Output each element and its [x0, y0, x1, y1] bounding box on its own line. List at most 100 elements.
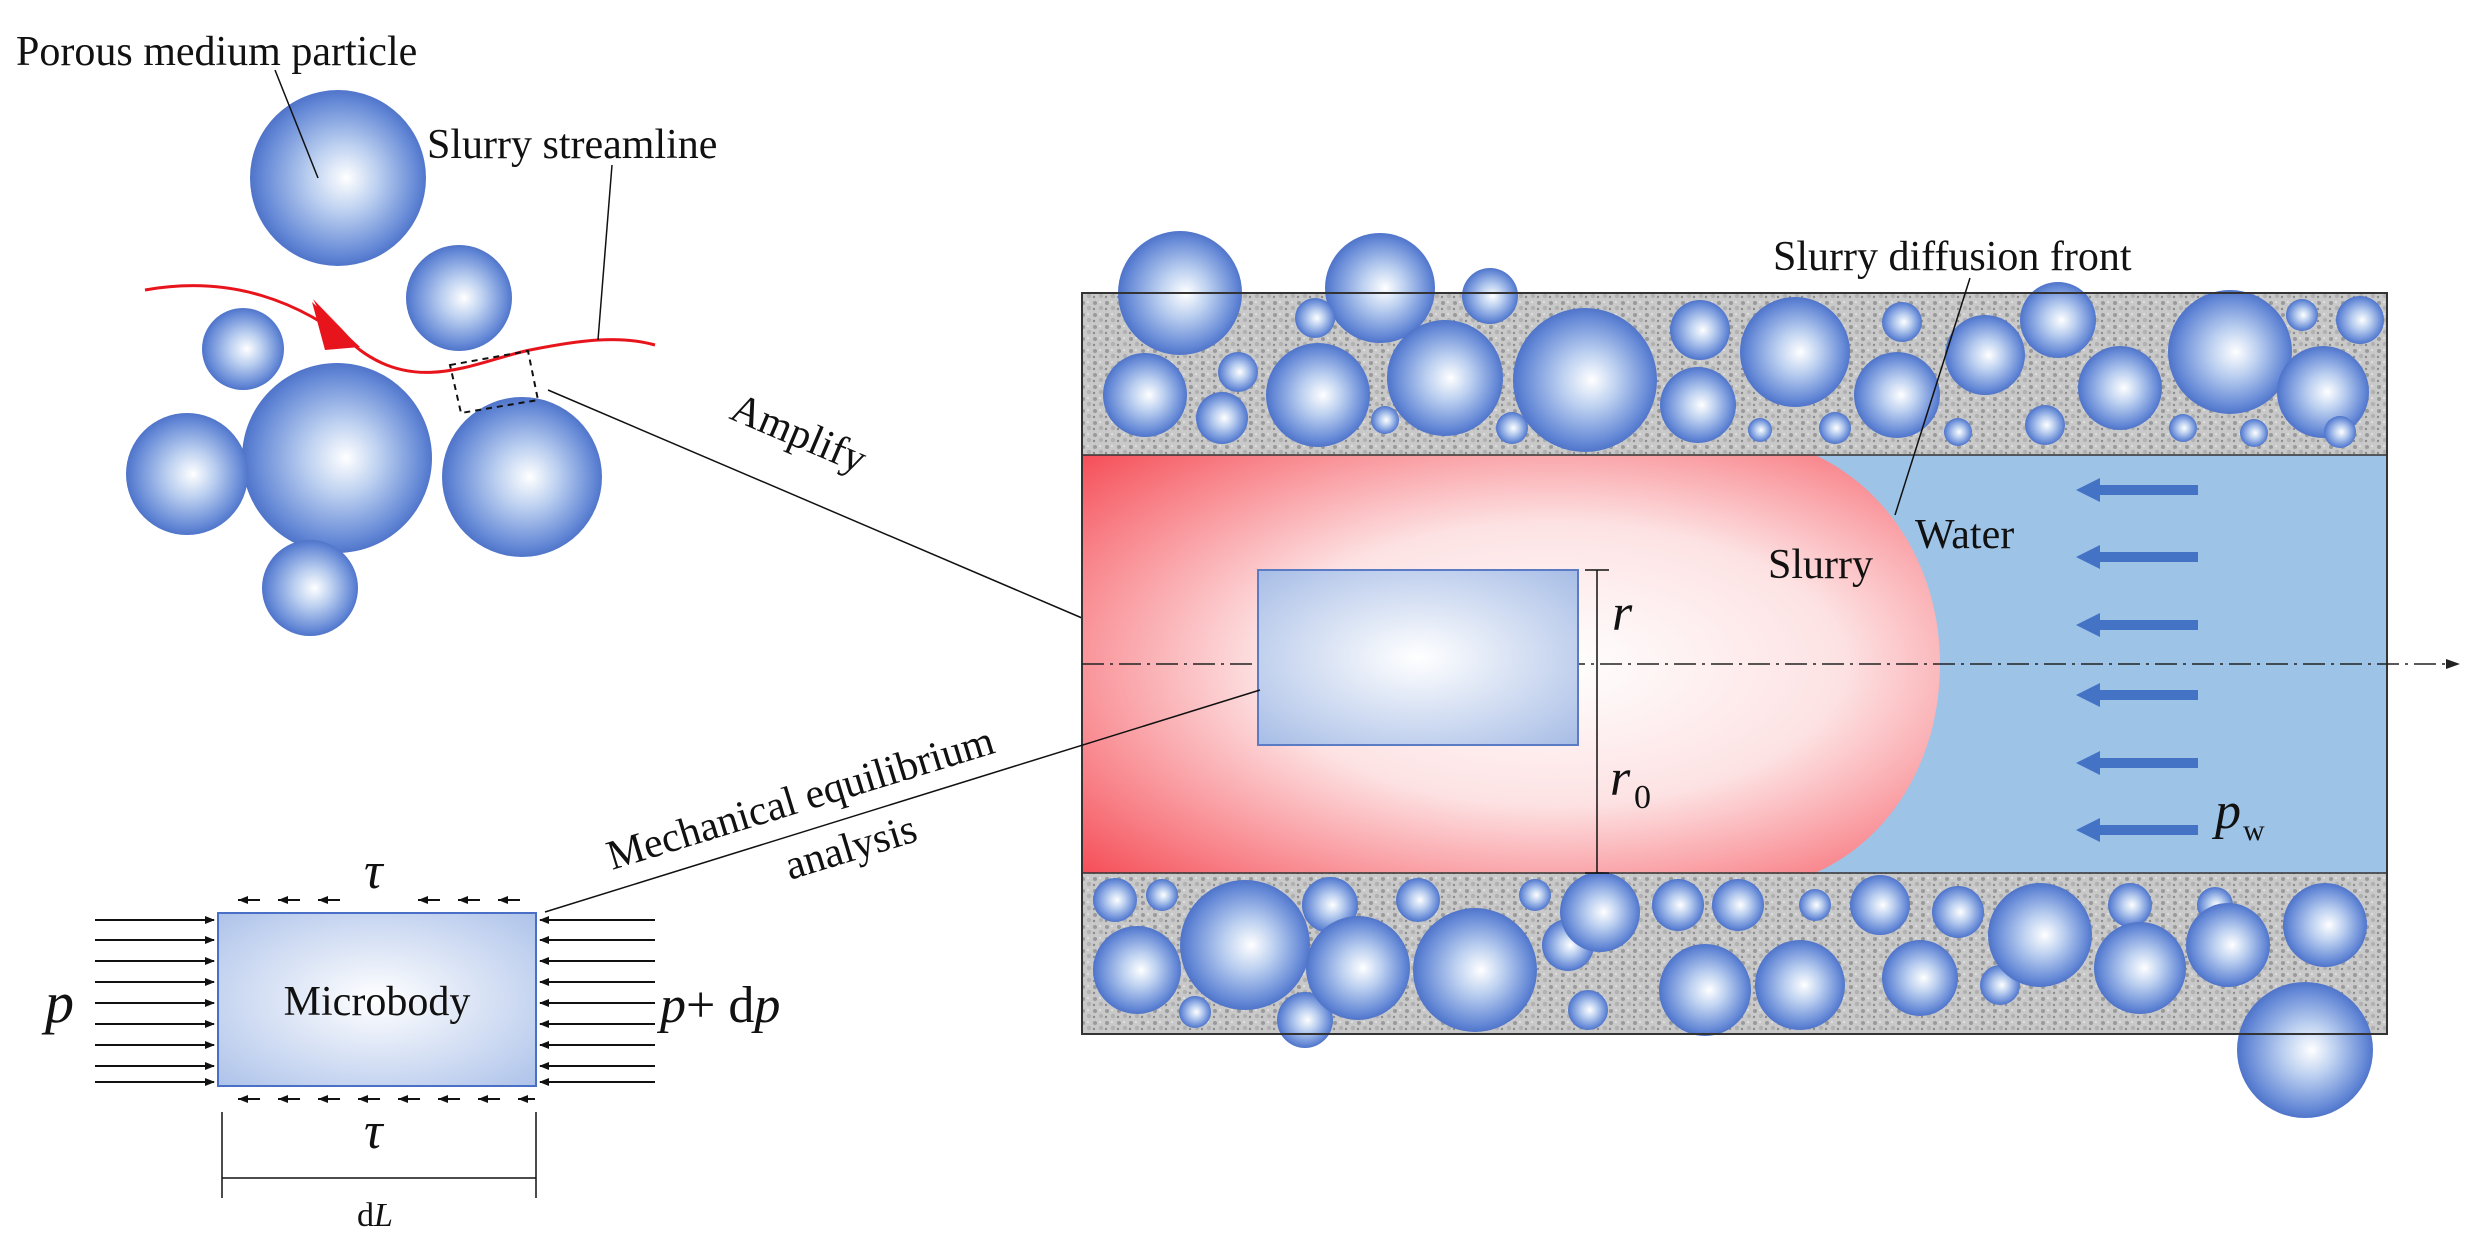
particle: [2168, 290, 2292, 414]
particle: [1652, 879, 1704, 931]
particle: [1496, 412, 1528, 444]
dl-L: L: [373, 1197, 393, 1234]
particle: [2336, 296, 2384, 344]
slurry-streamline-curve: [144, 284, 656, 374]
particle: [2108, 883, 2152, 927]
p-right-p2: p: [750, 977, 780, 1034]
equilibrium-leader-line: [544, 689, 1261, 913]
r-label: r: [1612, 585, 1633, 642]
flow-arrow: [2076, 818, 2198, 842]
particle: [1854, 352, 1940, 438]
microbody-label: Microbody: [284, 979, 471, 1025]
particle: [1932, 886, 1984, 938]
particle: [1306, 916, 1410, 1020]
water-label: Water: [1915, 512, 2014, 558]
particle: [1371, 406, 1399, 434]
microbody-box: [217, 912, 537, 1087]
particle: [2240, 419, 2268, 447]
slurry-label: Slurry: [1768, 542, 1873, 588]
slurry-streamline-label: Slurry streamline: [427, 122, 717, 168]
dl-d: d: [357, 1197, 374, 1234]
slurry-element-box: [1257, 569, 1579, 746]
particle: [1882, 940, 1958, 1016]
particle: [2283, 883, 2367, 967]
particle: [1850, 875, 1910, 935]
top-particles: [1103, 231, 2384, 452]
amplify-line: [547, 389, 1083, 619]
particle: [1882, 302, 1922, 342]
particle: [202, 308, 284, 390]
left-pressure-arrows: [95, 916, 215, 1086]
particle: [1944, 418, 1972, 446]
flow-arrow: [2076, 478, 2198, 502]
particle: [2025, 405, 2065, 445]
particle: [250, 90, 426, 266]
particle: [1659, 944, 1751, 1036]
particle: [1519, 879, 1551, 911]
particle: [1660, 367, 1736, 443]
p-right-plus: + d: [686, 977, 754, 1034]
particle: [1568, 990, 1608, 1030]
dl-label: dL: [357, 1197, 393, 1234]
particle: [242, 363, 432, 553]
particle: [1196, 392, 1248, 444]
particle: [1413, 908, 1537, 1032]
particle-leader-line: [274, 69, 319, 179]
particle: [1325, 233, 1435, 343]
particle: [1988, 883, 2092, 987]
particle: [1945, 315, 2025, 395]
particle: [1179, 996, 1211, 1028]
diffusion-front-label: Slurry diffusion front: [1773, 234, 2132, 280]
particle: [1146, 879, 1178, 911]
particle: [2020, 282, 2096, 358]
particle: [126, 413, 248, 535]
flow-arrow: [2076, 613, 2198, 637]
particle: [2186, 903, 2270, 987]
r0-subscript: 0: [1634, 779, 1651, 816]
particle: [1093, 878, 1137, 922]
porous-particle-label: Porous medium particle: [16, 29, 417, 75]
particle: [1180, 880, 1310, 1010]
amplify-label: Amplify: [724, 385, 873, 483]
right-pressure-arrows: [539, 916, 655, 1086]
particle: [1093, 926, 1181, 1014]
particle: [2169, 414, 2197, 442]
p-right-p: p: [656, 977, 686, 1034]
particle: [442, 397, 602, 557]
tau-top-label: τ: [364, 843, 385, 900]
particle: [2324, 416, 2356, 448]
particle: [1748, 418, 1772, 442]
flow-arrow: [2076, 683, 2198, 707]
particle-cluster: [126, 90, 602, 636]
particle: [1387, 320, 1503, 436]
particle: [1670, 300, 1730, 360]
particle: [1218, 352, 1258, 392]
tau-bottom-label: τ: [364, 1103, 385, 1160]
particle: [406, 245, 512, 351]
particle: [262, 540, 358, 636]
particle: [1819, 412, 1851, 444]
p-left-label: p: [41, 970, 74, 1035]
dashed-element-box: [448, 349, 540, 415]
particle: [1103, 353, 1187, 437]
particle: [2286, 299, 2318, 331]
particle: [1740, 297, 1850, 407]
particle: [2277, 346, 2369, 438]
particle: [1755, 940, 1845, 1030]
particle: [1396, 878, 1440, 922]
water-flow-arrows: [2076, 478, 2198, 842]
particle: [2094, 922, 2186, 1014]
particle: [1295, 298, 1335, 338]
pw-subscript: w: [2243, 814, 2265, 847]
particle: [1513, 308, 1657, 452]
centerline-arrow: [2446, 659, 2460, 669]
bottom-particles: [1093, 872, 2373, 1118]
streamline-arrowhead-fill: [312, 302, 360, 350]
pipe-diagram: r r 0 Slurry Water p w: [1081, 231, 2460, 1118]
particle: [2237, 982, 2373, 1118]
particle: [2078, 346, 2162, 430]
diffusion-front-leader: [1894, 277, 1971, 516]
particle: [1266, 343, 1370, 447]
pw-label: p: [2211, 783, 2241, 840]
